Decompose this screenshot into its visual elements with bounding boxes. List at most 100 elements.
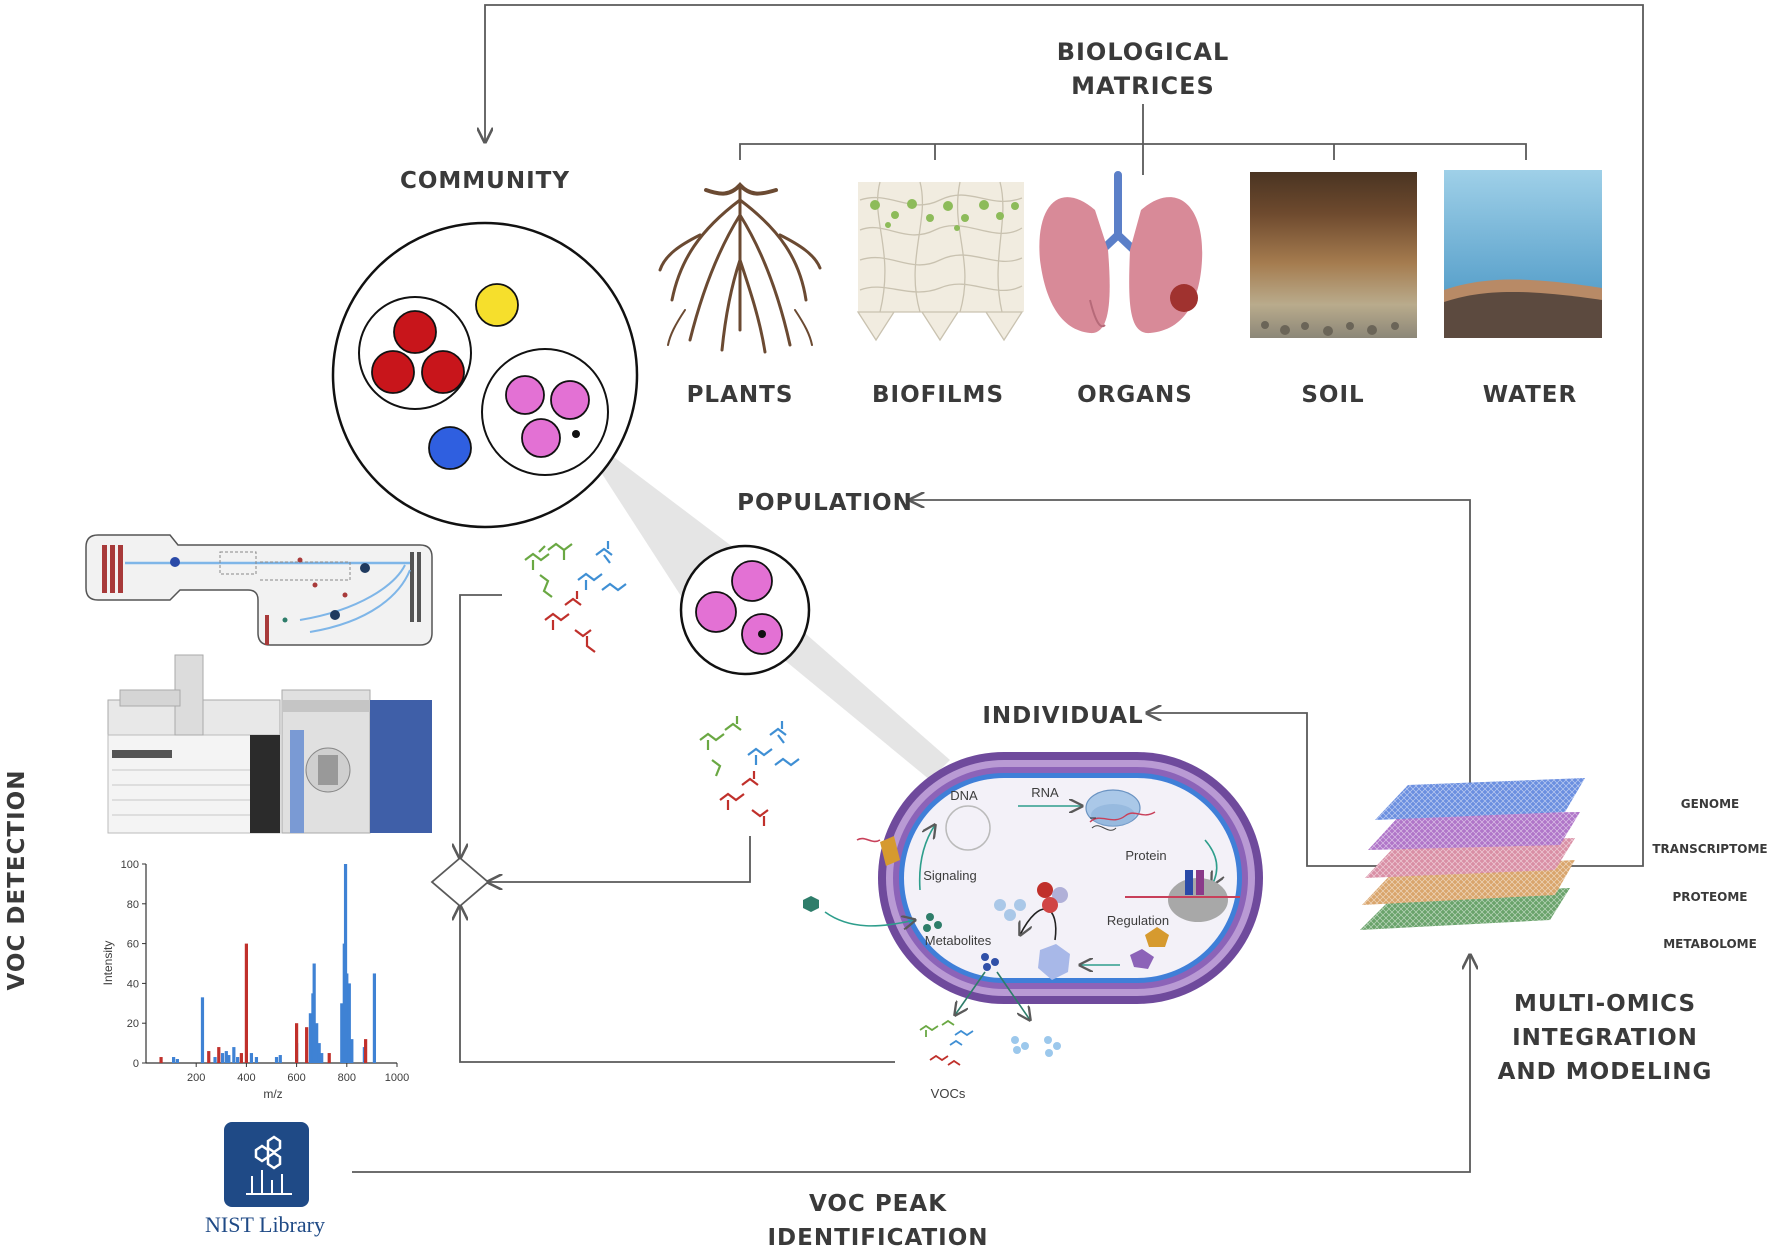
omics-label-metabolome: METABOLOME (1663, 937, 1757, 951)
protein-dimers (994, 882, 1068, 921)
spectrum-peak-blue (227, 1055, 231, 1063)
matrix-label-organs: ORGANS (1077, 382, 1193, 408)
title-population: POPULATION (737, 490, 913, 516)
connector-lines (352, 4, 1644, 1173)
spectrum-peak-red (244, 943, 248, 1063)
matrix-label-biofilms: BIOFILMS (872, 382, 1004, 408)
omics-label-genome: GENOME (1681, 797, 1739, 811)
title-voc-detection: VOC DETECTION (4, 770, 30, 991)
mass-spectrometer-schematic (85, 534, 433, 646)
rna-strand (1091, 825, 1117, 831)
voc-cluster-bottom (919, 1019, 974, 1066)
spectrum-x-tick-label: 600 (287, 1072, 305, 1084)
cell-label-protein: Protein (1125, 848, 1166, 863)
title-community: COMMUNITY (400, 168, 570, 194)
soil-illustration (1250, 172, 1417, 338)
matrices-tree (739, 104, 1527, 175)
spectrum-peak-red (327, 1053, 331, 1063)
omics-label-proteome: PROTEOME (1673, 890, 1748, 904)
signal-molecule (803, 896, 819, 912)
spectrum-peak-blue (372, 973, 377, 1063)
omics-label-transcriptome: TRANSCRIPTOME (1652, 842, 1767, 856)
spectrum-peak-blue (249, 1053, 254, 1063)
line-vocs-top-to-diamond (460, 594, 502, 858)
transporter (880, 836, 900, 866)
arrow-to-population (910, 500, 1471, 866)
spectrum-peak-blue (224, 1051, 228, 1063)
spectrum-bars (159, 864, 377, 1063)
arrow-to-individual (1147, 713, 1395, 867)
spectrum-y-tick-label: 80 (127, 899, 139, 911)
red-cell (421, 350, 465, 394)
title-multi-omics-line3: AND MODELING (1498, 1059, 1713, 1085)
signal-arrow (824, 911, 915, 926)
voc-out-arrow-left (955, 971, 986, 1015)
signaling-arrow (918, 825, 935, 891)
spectrum-peak-blue (340, 1003, 344, 1063)
spectrum-peak-blue (315, 1023, 319, 1063)
spectrum-xlabel: m/z (263, 1087, 282, 1101)
pink-cell (731, 560, 773, 602)
matrix-label-soil: SOIL (1301, 382, 1364, 408)
title-voc-peak-line1: VOC PEAK (809, 1191, 947, 1217)
spectrum-peak-blue (254, 1057, 259, 1063)
title-multi-omics-line1: MULTI-OMICS (1514, 991, 1696, 1017)
spectrum-peak-blue (278, 1055, 282, 1063)
title-multi-omics-line2: INTEGRATION (1512, 1025, 1698, 1051)
biofilms-illustration (856, 181, 1024, 342)
pink-cell (550, 380, 590, 420)
spectrum-peak-blue (350, 1039, 354, 1063)
spectrum-x-tick-label: 400 (237, 1072, 255, 1084)
pink-cell (505, 375, 545, 415)
omics-layer-stack (1360, 778, 1585, 930)
spectrum-peak-blue (172, 1057, 176, 1063)
line-vocs-mid-to-diamond (488, 836, 751, 882)
zoom-wedge-population (760, 620, 950, 780)
spectrum-x-tick-label: 800 (338, 1072, 356, 1084)
spectrum-peak-red (159, 1057, 163, 1063)
spectrum-peak-blue (343, 864, 348, 1063)
title-individual: INDIVIDUAL (982, 703, 1143, 729)
matrix-label-water: WATER (1483, 382, 1577, 408)
community-circle (331, 221, 639, 529)
spectrum-y-tick-label: 40 (127, 978, 139, 990)
spectrum-peak-red (239, 1053, 243, 1063)
spectrum-peak-blue (220, 1053, 225, 1063)
gc-ms-instrument (107, 654, 432, 834)
water-illustration (1444, 170, 1602, 338)
spectrum-peak-red (207, 1051, 211, 1063)
arrow-nist-to-omics (352, 955, 1470, 1173)
spectrum-peak-blue (175, 1059, 179, 1063)
dna-ring (945, 805, 991, 851)
spectrum-x-tick-label: 200 (187, 1072, 205, 1084)
title-biological-matrices-line2: MATRICES (1071, 72, 1215, 100)
cell-label-metabolites: Metabolites (925, 933, 992, 948)
cell-label-signaling: Signaling (923, 868, 977, 883)
spectrum-peak-blue (347, 983, 351, 1063)
title-voc-peak-line2: IDENTIFICATION (767, 1225, 988, 1251)
plants-illustration (658, 182, 822, 354)
spectrum-peak-red (217, 1047, 221, 1063)
enzyme (1038, 944, 1070, 980)
spectrum-peak-blue (320, 1053, 324, 1063)
spectrum-y-tick-label: 20 (127, 1018, 139, 1030)
population-circle (679, 544, 811, 676)
cell-label-vocs: VOCs (931, 1086, 966, 1101)
spectrum-peak-blue (213, 1057, 217, 1063)
spectrum-peak-blue (232, 1047, 236, 1063)
spectrum-peak-blue (308, 1013, 313, 1063)
title-biological-matrices-line1: BIOLOGICAL (1057, 38, 1230, 66)
spectrum-peak-red (305, 1027, 309, 1063)
spectrum-y-tick-label: 60 (127, 939, 139, 951)
regulatory-proteins (1130, 927, 1169, 969)
cell-label-regulation: Regulation (1107, 913, 1169, 928)
spectrum-y-tick-label: 100 (121, 859, 139, 871)
spectrum-peak-red (295, 1023, 299, 1063)
yellow-cell (475, 283, 519, 327)
spectrum-axes (145, 864, 397, 1064)
arrow-omics-to-community (485, 4, 1644, 867)
